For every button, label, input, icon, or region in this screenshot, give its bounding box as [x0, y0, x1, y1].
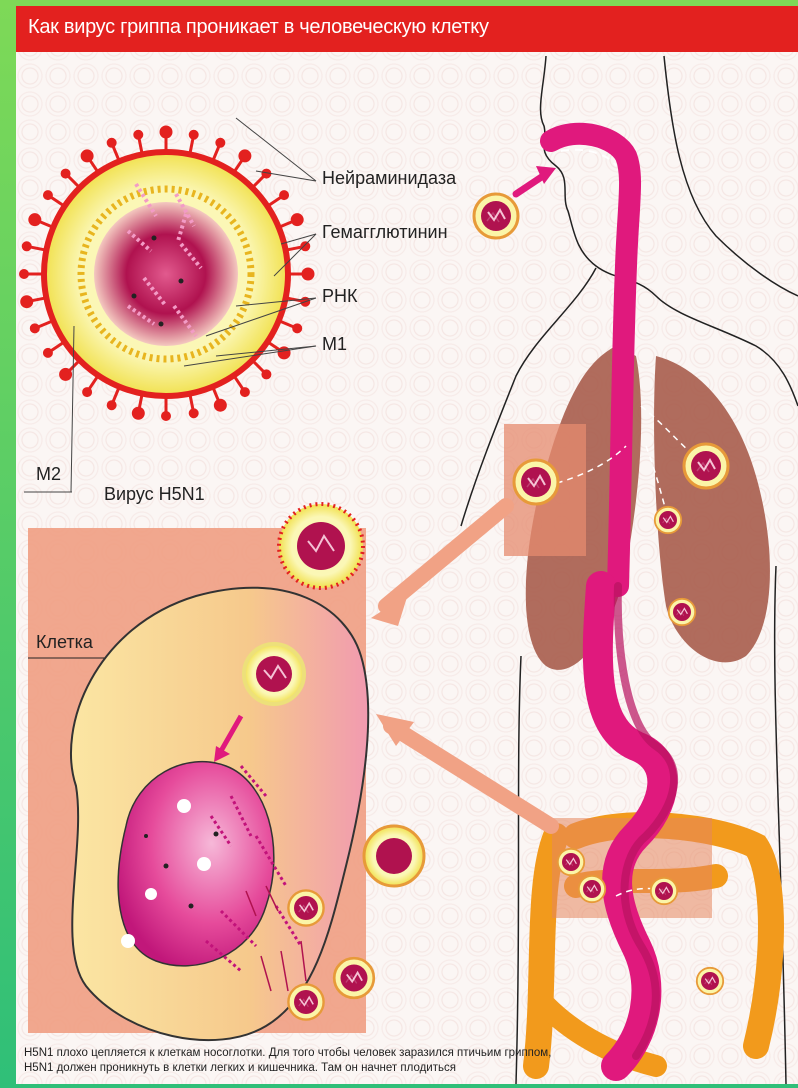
caption-line-2: H5N1 должен проникнуть в клетки легких и…: [24, 1061, 784, 1076]
virus-spike-tip: [22, 297, 32, 307]
diagram-frame: Как вирус гриппа проникает в человеческу…: [16, 6, 798, 1084]
virus-spike-tip: [23, 243, 30, 250]
virus-spike-tip: [108, 139, 115, 146]
virus-spike-tip: [61, 369, 71, 379]
virus-spike-tip: [31, 325, 38, 332]
virus-spike-tip: [240, 151, 250, 161]
label-virus-name: Вирус H5N1: [104, 484, 205, 505]
caption: H5N1 плохо цепляется к клеткам носоглотк…: [24, 1046, 784, 1076]
virus-spike-tip: [84, 389, 91, 396]
virus-spike-tip: [82, 151, 92, 161]
virus-spike-tip: [292, 215, 302, 225]
virus-spike-tip: [303, 269, 313, 279]
virus-spike-tip: [241, 389, 248, 396]
virus-h5n1-diagram: [21, 127, 314, 420]
virus-spike-tip: [108, 402, 115, 409]
virus-spike-tip: [44, 192, 51, 199]
virus-entering-cell: [279, 504, 363, 588]
virus-spike-tip: [133, 408, 143, 418]
label-m1: М1: [322, 334, 347, 355]
label-hemagglutinin: Гемагглютинин: [322, 222, 448, 243]
virus-spike-tip: [215, 400, 225, 410]
virus-spike-tip: [190, 410, 197, 417]
virus-spike-tip: [44, 349, 51, 356]
virus-spike-tip: [302, 243, 309, 250]
virus-spike-tip: [263, 371, 270, 378]
label-m2: М2: [36, 464, 61, 485]
virus-spike-tip: [135, 131, 142, 138]
label-cell: Клетка: [36, 632, 93, 653]
virus-spike-tip: [294, 325, 301, 332]
virus-spike-tip: [161, 127, 171, 137]
label-neuraminidase: Нейраминидаза: [322, 168, 456, 189]
virus-spike-tip: [21, 271, 28, 278]
virus-spike-tip: [190, 131, 197, 138]
virus-spike-tip: [217, 139, 224, 146]
virus-spike-tip: [62, 170, 69, 177]
virus-spike-tip: [281, 192, 288, 199]
caption-line-1: H5N1 плохо цепляется к клеткам носоглотк…: [24, 1046, 784, 1061]
virus-spike-tip: [163, 413, 170, 420]
label-rna: РНК: [322, 286, 358, 307]
virus-spike-tip: [30, 215, 40, 225]
